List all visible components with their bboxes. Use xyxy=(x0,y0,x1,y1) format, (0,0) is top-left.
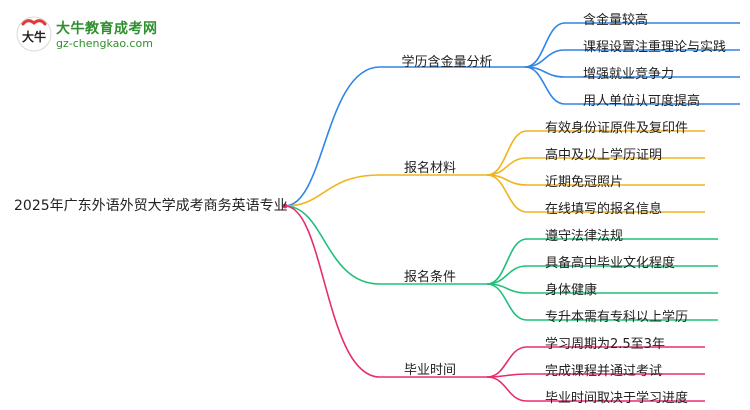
leaf-item: 学习周期为2.5至3年 xyxy=(545,337,665,352)
leaf-item: 用人单位认可度提高 xyxy=(583,94,701,109)
branch-to-leaf-connector xyxy=(486,130,705,176)
root-connector-dot xyxy=(282,203,288,209)
branch-to-leaf-connector xyxy=(486,376,705,402)
branch-label-conditions: 报名条件 xyxy=(403,270,457,285)
root-topic: 2025年广东外语外贸大学成考商务英语专业 xyxy=(14,198,288,214)
leaf-item: 高中及以上学历证明 xyxy=(545,148,663,163)
leaf-item: 含金量较高 xyxy=(583,13,649,28)
branch-label-degree-value: 学历含金量分析 xyxy=(401,55,493,70)
leaf-item: 近期免冠照片 xyxy=(545,175,624,190)
branch-to-leaf-connector xyxy=(524,49,740,68)
root-to-branch-connector xyxy=(284,66,381,207)
root-to-branch-connector xyxy=(284,174,381,207)
leaf-item: 具备高中毕业文化程度 xyxy=(545,256,676,271)
root-to-branch-connector xyxy=(284,205,381,378)
branch-to-leaf-connector xyxy=(524,22,740,68)
branch-to-leaf-connector xyxy=(486,283,718,321)
branch-to-leaf-connector xyxy=(486,238,718,285)
root-to-branch-connector xyxy=(284,205,381,285)
leaf-item: 课程设置注重理论与实践 xyxy=(583,40,727,55)
branch-to-leaf-connector xyxy=(486,174,705,213)
logo-url: gz-chengkao.com xyxy=(56,37,153,50)
logo-mark-text: 大牛 xyxy=(22,29,46,44)
leaf-item: 增强就业竞争力 xyxy=(583,67,675,82)
site-logo: 大牛 大牛教育成考网 gz-chengkao.com xyxy=(14,14,162,54)
bull-logo-icon: 大牛 xyxy=(16,16,52,52)
leaf-item: 在线填写的报名信息 xyxy=(545,202,663,217)
branch-to-leaf-connector xyxy=(486,346,705,378)
leaf-item: 专升本需有专科以上学历 xyxy=(545,310,689,325)
leaf-item: 完成课程并通过考试 xyxy=(545,364,663,379)
branch-to-leaf-connector xyxy=(486,157,705,176)
branch-label-materials: 报名材料 xyxy=(403,161,457,176)
leaf-item: 有效身份证原件及复印件 xyxy=(545,121,689,136)
leaf-item: 毕业时间取决于学习进度 xyxy=(545,391,689,406)
logo-title: 大牛教育成考网 xyxy=(56,21,158,37)
branch-label-graduation: 毕业时间 xyxy=(403,363,457,378)
branch-to-leaf-connector xyxy=(486,283,718,294)
branch-to-leaf-connector xyxy=(486,265,718,285)
leaf-item: 身体健康 xyxy=(545,283,598,298)
leaf-item: 遵守法律法规 xyxy=(545,229,624,244)
branch-to-leaf-connector xyxy=(524,66,740,105)
